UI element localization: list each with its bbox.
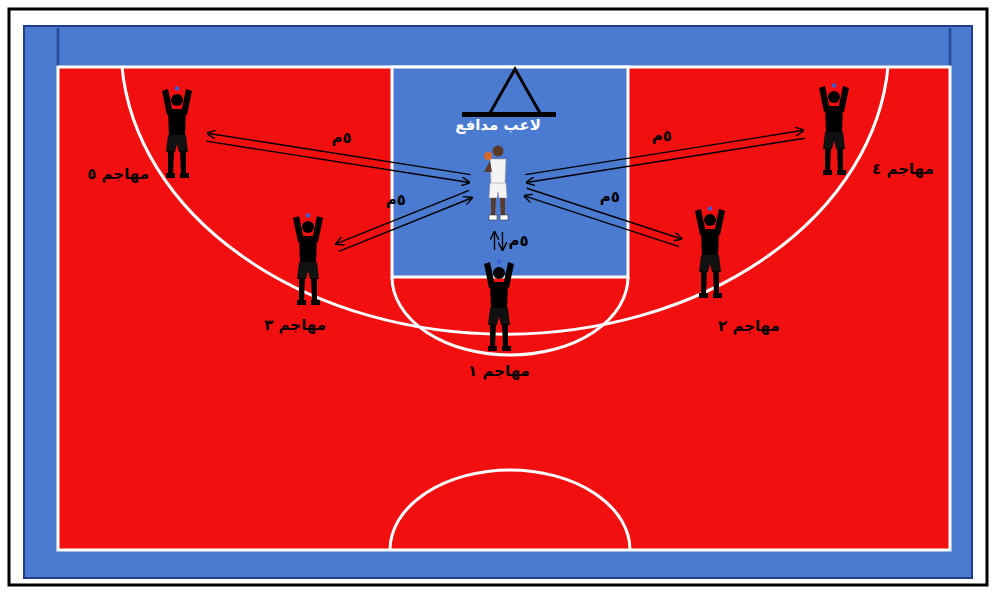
player-silhouette xyxy=(688,205,732,300)
arrow-line xyxy=(527,188,682,239)
double-arrow xyxy=(494,232,502,250)
attacker-player: مهاجم ٢ xyxy=(688,205,732,300)
distance-label: ٥م xyxy=(509,232,529,250)
defender-player: لاعب مدافع xyxy=(478,142,518,224)
player-label: مهاجم ٤ xyxy=(872,160,934,178)
attacker-player: مهاجم ١ xyxy=(477,258,521,353)
distance-label: ٥م xyxy=(332,129,352,147)
player-silhouette xyxy=(155,85,199,180)
distance-label: ٥م xyxy=(652,127,672,145)
attacker-player: مهاجم ٥ xyxy=(155,85,199,180)
arrow-line xyxy=(336,190,469,244)
double-arrow xyxy=(336,190,472,251)
player-label: لاعب مدافع xyxy=(455,116,541,134)
player-label: مهاجم ٢ xyxy=(718,317,780,335)
arrow-line xyxy=(502,232,504,250)
attacker-player: مهاجم ٣ xyxy=(286,212,330,307)
player-silhouette xyxy=(477,258,521,353)
attacker-player: مهاجم ٤ xyxy=(812,82,856,177)
distance-label: ٥م xyxy=(386,191,406,209)
player-silhouette xyxy=(478,142,518,224)
player-silhouette xyxy=(812,82,856,177)
player-label: مهاجم ٣ xyxy=(264,316,326,334)
player-label: مهاجم ٥ xyxy=(87,165,149,183)
distance-label: ٥م xyxy=(600,188,620,206)
arrow-line xyxy=(206,141,469,182)
player-label: مهاجم ١ xyxy=(468,362,530,380)
player-silhouette xyxy=(286,212,330,307)
arrow-line xyxy=(494,232,496,250)
double-arrow xyxy=(524,188,681,246)
